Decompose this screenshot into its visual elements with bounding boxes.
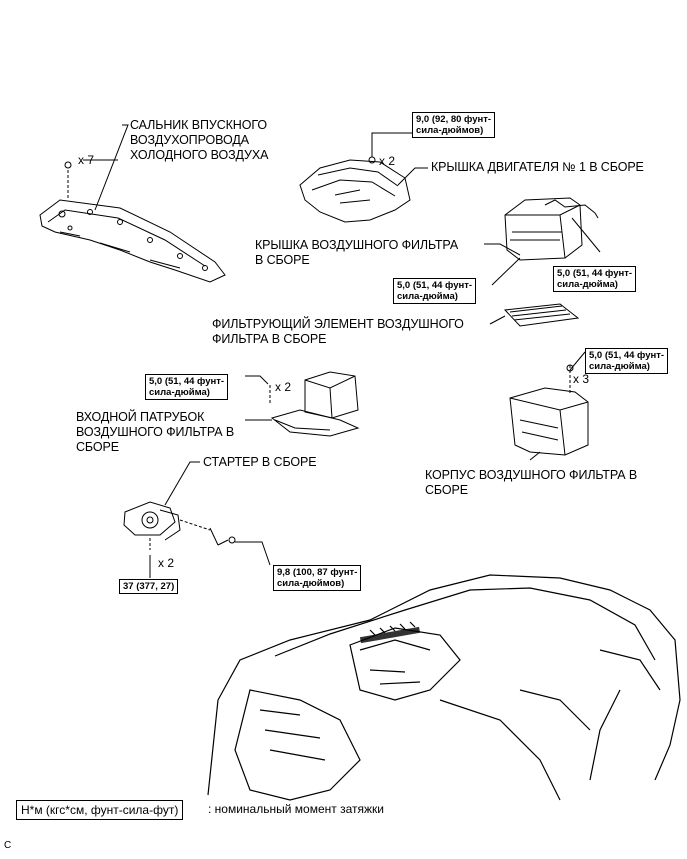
starter-label-leader [164, 461, 200, 506]
legend-text: : номинальный момент затяжки [208, 802, 384, 816]
inlet-bolt-count: x 2 [275, 380, 292, 394]
cover-torque-leader [371, 132, 412, 145]
starter-bolt-torque: 37 (377, 27) [119, 579, 179, 594]
air-filter-cap-part [504, 197, 599, 261]
filter-element-label: ФИЛЬТРУЮЩИЙ ЭЛЕМЕНТ ВОЗДУШНОГО ФИЛЬТРА В… [212, 317, 464, 346]
starter-terminal-leader [235, 541, 271, 566]
filter-leader [489, 315, 506, 325]
engine-cover-torque: 9,0 (92, 80 фунт- сила-дюймов) [412, 112, 496, 138]
cold-air-duct-seal-part [39, 159, 226, 283]
case-torque-leader [569, 351, 586, 371]
starter-part [123, 501, 236, 550]
case-bolt-count: x 3 [573, 372, 590, 386]
inlet-torque-leader [245, 375, 269, 385]
figure-id: C [4, 840, 12, 851]
air-filter-case-label: КОРПУС ВОЗДУШНОГО ФИЛЬТРА В СБОРЕ [425, 468, 638, 497]
inlet-pipe-part [269, 371, 360, 437]
seal-clip-count: x 7 [78, 153, 95, 167]
cover-label-leader [397, 167, 428, 186]
starter-bolt-count: x 2 [158, 556, 175, 570]
case-label-leader [529, 451, 541, 461]
engine-cover-label: КРЫШКА ДВИГАТЕЛЯ № 1 В СБОРЕ [431, 160, 644, 174]
vehicle-engine-bay [207, 574, 681, 801]
cold-air-duct-seal-label: САЛЬНИК ВПУСКНОГО ВОЗДУХОПРОВОДА ХОЛОДНО… [130, 118, 269, 162]
seal-leader [94, 124, 129, 211]
legend-units-box: Н*м (кгс*см, фунт-сила-фут) [16, 800, 184, 820]
inlet-torque: 5,0 (51, 44 фунт- сила-дюйма) [145, 374, 229, 400]
filter-element-part [503, 303, 580, 327]
cap-torque-right-leader [571, 217, 601, 253]
engine-cover-part [299, 145, 411, 223]
cap-torque-left-leader [491, 257, 521, 286]
cap-right-torque: 5,0 (51, 44 фунт- сила-дюйма) [553, 266, 637, 292]
starter-terminal-torque: 9,8 (100, 87 фунт- сила-дюймов) [273, 565, 362, 591]
cap-label-leader [484, 243, 521, 256]
air-filter-case-part [509, 364, 589, 456]
starter-label: СТАРТЕР В СБОРЕ [203, 455, 317, 469]
inlet-pipe-label: ВХОДНОЙ ПАТРУБОК ВОЗДУШНОГО ФИЛЬТРА В СБ… [76, 410, 235, 454]
cover-nut-count: x 2 [379, 154, 396, 168]
air-filter-cap-label: КРЫШКА ВОЗДУШНОГО ФИЛЬТРА В СБОРЕ [255, 238, 459, 267]
cap-left-torque: 5,0 (51, 44 фунт- сила-дюйма) [393, 278, 477, 304]
case-torque: 5,0 (51, 44 фунт- сила-дюйма) [585, 348, 669, 374]
